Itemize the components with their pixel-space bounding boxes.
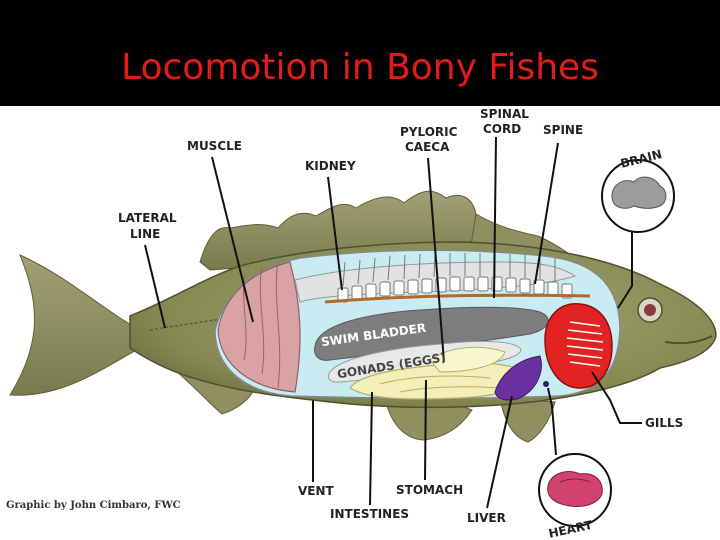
- label-liver: LIVER: [467, 511, 506, 525]
- label-muscle: MUSCLE: [187, 139, 242, 153]
- image-credit: Graphic by John Cimbaro, FWC: [6, 500, 181, 511]
- label-lateral-line-1: LATERAL: [118, 211, 177, 225]
- spinal-cord: [324, 293, 591, 304]
- eye-pupil: [644, 304, 656, 316]
- heart-vessel: [559, 478, 591, 483]
- lower-tail-lobe: [174, 369, 256, 415]
- fish-anatomy-diagram: LATERAL LINE MUSCLE KIDNEY PYLORIC CAECA…: [9, 107, 717, 540]
- label-stomach: STOMACH: [396, 483, 463, 497]
- slide-title: Locomotion in Bony Fishes: [121, 47, 599, 88]
- label-spine: SPINE: [543, 123, 583, 137]
- gills: [544, 303, 613, 389]
- heart-icon: [547, 471, 603, 507]
- label-spinal-cord-1: SPINAL: [480, 107, 529, 121]
- gill-filaments: [566, 321, 604, 367]
- label-intestines: INTESTINES: [330, 507, 409, 521]
- title-bar: [0, 0, 720, 106]
- leader-lines: [144, 136, 642, 509]
- label-vent: VENT: [298, 484, 335, 498]
- label-spinal-cord-2: CORD: [483, 122, 521, 136]
- tail-fin: [9, 254, 141, 396]
- label-lateral-line-2: LINE: [130, 227, 160, 241]
- mouth: [664, 335, 713, 345]
- brain-icon: [611, 176, 667, 209]
- liver: [494, 355, 542, 401]
- label-pyloric-caeca-2: CAECA: [405, 140, 450, 154]
- stomach: [429, 346, 506, 373]
- heart-position-dot: [543, 381, 549, 387]
- label-gills: GILLS: [645, 416, 683, 430]
- intestine-coils: [379, 375, 501, 393]
- label-pyloric-caeca-1: PYLORIC: [400, 125, 458, 139]
- label-kidney: KIDNEY: [305, 159, 356, 173]
